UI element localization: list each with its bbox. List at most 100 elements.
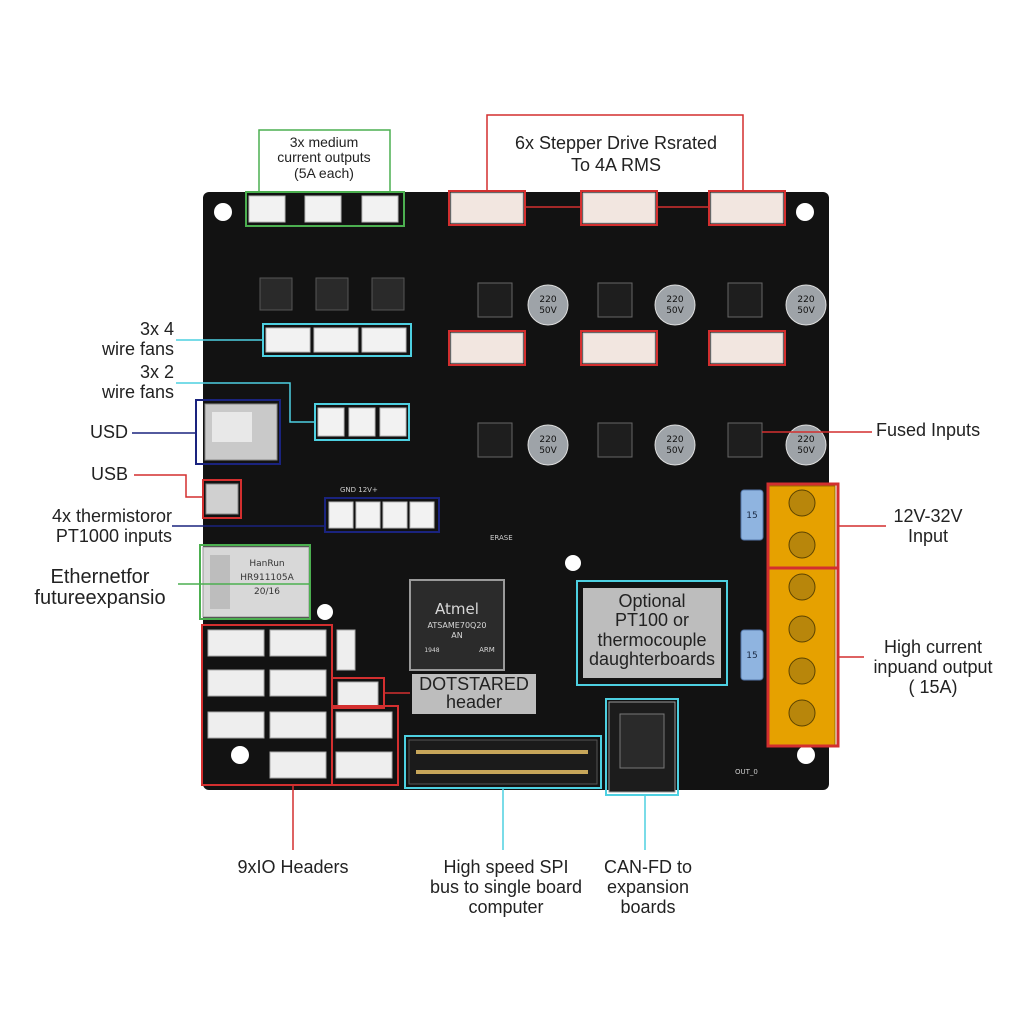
medium-current-highlight	[245, 191, 405, 227]
label-line: 3x 4	[139, 319, 174, 339]
label-line: header	[445, 692, 503, 713]
label-line: current outputs	[277, 149, 371, 166]
usd-label: USD	[89, 422, 128, 442]
label-line: 3x 2	[139, 362, 174, 382]
mounting-hole	[796, 203, 814, 221]
stepper-label: 6x Stepper Drive Rsrated To 4A RMS	[490, 133, 742, 176]
label-line: CAN-FD to	[603, 857, 692, 877]
medium-current-connectors	[248, 195, 399, 223]
io-headers-highlight	[331, 705, 399, 786]
label-line: ( 15A)	[908, 676, 958, 697]
label-line: Optional	[618, 591, 686, 611]
silk-out: OUT_0	[735, 768, 758, 776]
canfd-label: CAN-FD to expansion boards	[592, 857, 704, 917]
cap-value-text: 220	[797, 295, 814, 305]
power-input-label: 12V-32V Input	[878, 506, 978, 547]
dotstar-label: DOTSTARED header	[410, 675, 538, 712]
fuse-value-text: 15	[746, 511, 757, 521]
label-line: expansion	[606, 876, 690, 897]
label-line: (5A each)	[294, 164, 354, 181]
fans2-label: 3x 2 wire fans	[40, 362, 174, 403]
label-line: futureexpansio	[34, 587, 166, 609]
label-line: High speed SPI	[443, 857, 569, 877]
cap-value-text: 220	[797, 435, 814, 445]
cap-value-text: 220	[539, 295, 556, 305]
mounting-hole	[317, 604, 333, 620]
thermistor-label: 4x thermistoror PT1000 inputs	[10, 506, 172, 547]
ethernet-highlight	[199, 544, 311, 620]
label-line: To 4A RMS	[570, 154, 662, 175]
silk-erase: ERASE	[490, 534, 513, 542]
fuse-value-text: 15	[746, 651, 757, 661]
stepper-connectors-middle	[450, 332, 784, 364]
medium-current-label: 3x medium current outputs (5A each)	[262, 134, 386, 181]
mounting-hole	[565, 555, 581, 571]
label-line: 3x medium	[289, 134, 359, 150]
label-line: inpuand output	[873, 656, 993, 677]
thermistor-connectors	[328, 501, 435, 529]
spi-label: High speed SPI bus to single board compu…	[418, 857, 594, 917]
mosfets	[259, 277, 405, 311]
dotstar-connector	[337, 681, 379, 707]
label-line: 6x Stepper Drive Rsrated	[514, 133, 718, 153]
cap-voltage-text: 50V	[539, 306, 557, 316]
mcu-arch-text: ARM	[479, 646, 495, 654]
label-line: 12V-32V	[893, 506, 963, 526]
mcu-brand-text: Atmel	[435, 600, 479, 618]
cap-voltage-text: 50V	[666, 446, 684, 456]
optional-label: Optional PT100 or thermocouple daughterb…	[580, 591, 724, 670]
mcu-suffix-text: AN	[451, 631, 462, 640]
cap-value-text: 220	[666, 435, 683, 445]
high-current-label: High current inpuand output ( 15A)	[862, 637, 1004, 697]
label-line: High current	[883, 637, 983, 657]
stepper-connectors-top	[450, 192, 784, 224]
cap-voltage-text: 50V	[797, 446, 815, 456]
label-line: Ethernetfor	[50, 566, 150, 588]
mounting-hole	[214, 203, 232, 221]
usb-label: USB	[90, 464, 128, 484]
stepper-conn-highlight	[708, 190, 786, 226]
label-line: daughterboards	[588, 649, 716, 670]
terminal-screws	[788, 489, 816, 727]
io-header-connectors	[207, 629, 393, 779]
capacitors	[527, 284, 827, 466]
fan2-connectors	[317, 407, 407, 437]
io-headers-label: 9xIO Headers	[237, 857, 349, 877]
mcu-code-text: 1948	[424, 647, 439, 654]
stepper-conn-highlight	[448, 330, 526, 366]
fuses	[740, 489, 764, 681]
label-line: bus to single board	[429, 876, 583, 897]
silk-gnd12: GND 12V+	[340, 486, 378, 494]
fused-label: Fused Inputs	[876, 420, 981, 440]
label-line: DOTSTARED	[419, 674, 529, 694]
ethernet-label: Ethernetfor futureexpansio	[18, 567, 182, 609]
cap-value-text: 220	[539, 435, 556, 445]
usb-connector	[205, 483, 239, 515]
label-line: 4x thermistoror	[51, 506, 172, 526]
eth-brand-text: HanRun	[249, 559, 284, 569]
label-line: boards	[620, 896, 676, 917]
cap-voltage-text: 50V	[539, 446, 557, 456]
cap-voltage-text: 50V	[797, 306, 815, 316]
label-line: thermocouple	[597, 629, 707, 650]
eth-date-text: 20/16	[254, 587, 280, 597]
mounting-hole	[231, 746, 249, 764]
cap-voltage-text: 50V	[666, 306, 684, 316]
stepper-conn-highlight	[580, 330, 658, 366]
stepper-driver-chips	[477, 282, 763, 458]
fan4-connectors	[265, 327, 407, 353]
label-line: wire fans	[101, 381, 174, 402]
label-line: Input	[907, 525, 949, 546]
spi-header	[408, 739, 598, 785]
label-line: computer	[468, 896, 544, 917]
label-line: wire fans	[101, 338, 174, 359]
label-line: PT1000 inputs	[55, 525, 172, 546]
thermistor-highlight	[324, 497, 440, 533]
mcu-part-text: ATSAME70Q20	[427, 621, 486, 630]
fans4-label: 3x 4 wire fans	[40, 319, 174, 360]
mcu-chip	[409, 579, 505, 671]
usd-highlight	[195, 399, 281, 465]
mounting-hole	[797, 746, 815, 764]
can-highlight	[605, 698, 679, 796]
